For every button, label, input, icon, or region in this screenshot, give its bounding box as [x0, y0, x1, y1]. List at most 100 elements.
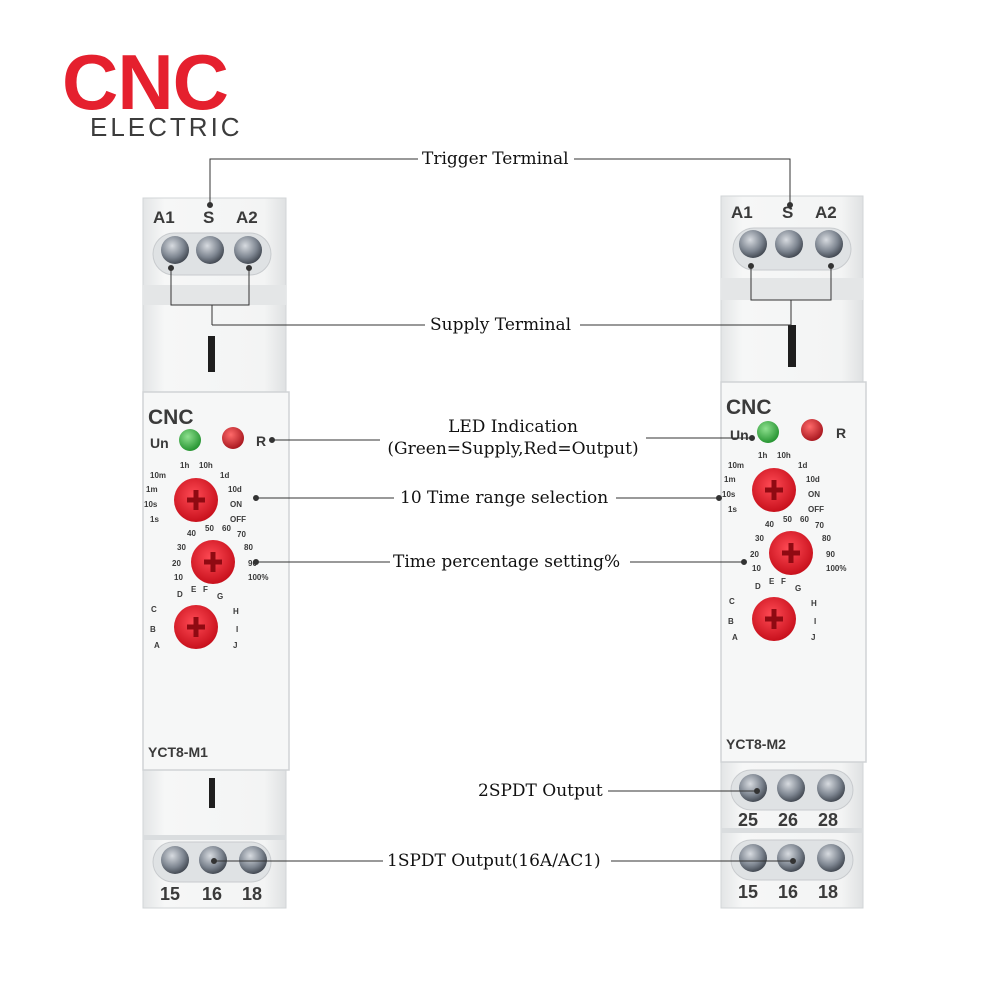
scale-label: A [732, 633, 738, 642]
scale-label: E [191, 585, 197, 594]
scale-label: D [755, 582, 761, 591]
led-red [801, 419, 823, 441]
terminal-label: S [782, 203, 793, 222]
terminal-label: 15 [160, 884, 180, 904]
scale-label: D [177, 590, 183, 599]
scale-label: 80 [822, 534, 831, 543]
terminal-label: A2 [236, 208, 258, 227]
callout-percentage: Time percentage setting% [393, 552, 621, 572]
scale-label: B [728, 617, 734, 626]
scale-label: 90 [248, 559, 257, 568]
scale-label: 1m [724, 475, 736, 484]
scale-label: 1d [798, 461, 807, 470]
led-green [179, 429, 201, 451]
screw-a2 [815, 230, 843, 258]
screw-26 [777, 774, 805, 802]
scale-label: OFF [808, 505, 824, 514]
scale-label: F [203, 585, 208, 594]
scale-label: 10d [806, 475, 820, 484]
screw-15 [161, 846, 189, 874]
scale-label: 10m [150, 471, 166, 480]
scale-label: 10m [728, 461, 744, 470]
terminal-label: A2 [815, 203, 837, 222]
scale-label: J [233, 641, 237, 650]
scale-label: 30 [177, 543, 186, 552]
led-un-label: Un [150, 435, 169, 451]
scale-label: B [150, 625, 156, 634]
brand-logo: CNC ELECTRIC [62, 38, 267, 142]
callout-time-range: 10 Time range selection [400, 488, 609, 508]
scale-label: 90 [826, 550, 835, 559]
scale-label: 60 [222, 524, 231, 533]
screw-a2 [234, 236, 262, 264]
screw-a1 [161, 236, 189, 264]
screw-16 [777, 844, 805, 872]
terminal-label: S [203, 208, 214, 227]
scale-label: 1m [146, 485, 158, 494]
scale-label: 1h [758, 451, 767, 460]
scale-label: J [811, 633, 815, 642]
led-red [222, 427, 244, 449]
led-green [757, 421, 779, 443]
scale-label: G [795, 584, 801, 593]
scale-label: 70 [237, 530, 246, 539]
model-label: YCT8-M2 [726, 736, 786, 752]
scale-label: 20 [750, 550, 759, 559]
scale-label: 10h [199, 461, 213, 470]
scale-label: 70 [815, 521, 824, 530]
scale-label: G [217, 592, 223, 601]
callout-supply: Supply Terminal [430, 315, 572, 335]
scale-label: 80 [244, 543, 253, 552]
scale-label: 100% [248, 573, 268, 582]
screw-15 [739, 844, 767, 872]
screw-25 [739, 774, 767, 802]
terminal-label: 16 [778, 882, 798, 902]
callout-led-title: LED Indication [448, 417, 578, 437]
screw-s [775, 230, 803, 258]
led-un-label: Un [730, 427, 749, 443]
scale-label: 100% [826, 564, 846, 573]
scale-label: C [729, 597, 735, 606]
scale-label: 10s [144, 500, 158, 509]
scale-label: H [233, 607, 239, 616]
callout-led-detail: (Green=Supply,Red=Output) [387, 439, 639, 459]
leader-lines [168, 158, 834, 864]
scale-label: 10 [752, 564, 761, 573]
scale-label: H [811, 599, 817, 608]
device-right [720, 195, 867, 909]
device-left [142, 197, 290, 909]
terminal-label: 28 [818, 810, 838, 830]
terminal-label: 18 [818, 882, 838, 902]
scale-label: A [154, 641, 160, 650]
terminal-label: 18 [242, 884, 262, 904]
device-logo: CNC [148, 406, 194, 429]
screw-28 [817, 774, 845, 802]
scale-label: ON [808, 490, 820, 499]
scale-label: 1d [220, 471, 229, 480]
scale-label: 10s [722, 490, 736, 499]
brand-sub: ELECTRIC [90, 112, 243, 142]
terminal-label: 15 [738, 882, 758, 902]
terminal-label: A1 [153, 208, 175, 227]
scale-label: 40 [187, 529, 196, 538]
scale-label: E [769, 577, 775, 586]
screw-18 [239, 846, 267, 874]
terminal-label: A1 [731, 203, 753, 222]
callout-2spdt: 2SPDT Output [478, 781, 603, 801]
scale-label: F [781, 577, 786, 586]
scale-label: 30 [755, 534, 764, 543]
scale-label: 40 [765, 520, 774, 529]
brand-name: CNC [62, 38, 229, 126]
terminal-label: 25 [738, 810, 758, 830]
device-logo: CNC [726, 396, 772, 419]
screw-a1 [739, 230, 767, 258]
scale-label: ON [230, 500, 242, 509]
scale-label: 50 [783, 515, 792, 524]
scale-label: 10d [228, 485, 242, 494]
screw-s [196, 236, 224, 264]
screw-18 [817, 844, 845, 872]
scale-label: 60 [800, 515, 809, 524]
device-right-text: CNC Un R A1 S A2 25 26 28 15 16 18 YCT8-… [722, 203, 846, 902]
callout-1spdt: 1SPDT Output(16A/AC1) [387, 851, 601, 871]
